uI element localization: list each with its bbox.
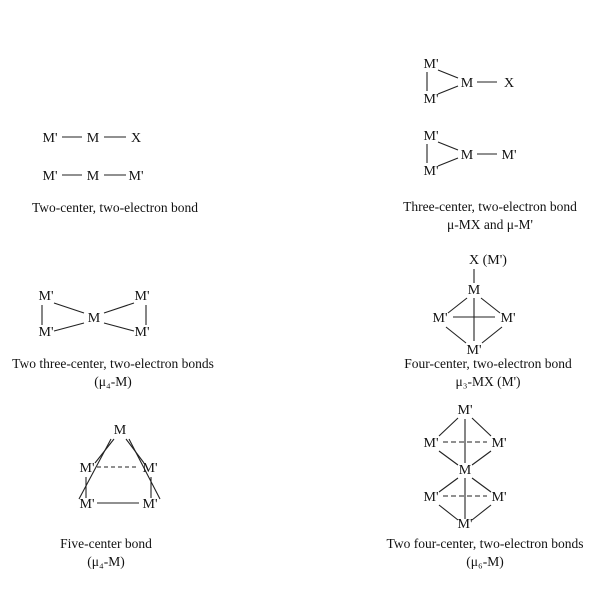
caption-line: Two four-center, two-electron bonds (386, 536, 584, 551)
bond-line (471, 504, 492, 521)
atom-label-m: M (459, 463, 472, 478)
atom-label-m-prime: M' (143, 497, 158, 512)
caption-line: Three-center, two-electron bond (403, 199, 577, 214)
bond-line (438, 477, 459, 493)
bond-line (78, 438, 112, 500)
atom-label-m-prime: M' (492, 436, 507, 451)
bond-line (445, 326, 467, 344)
atom-label-m-prime: M' (80, 461, 95, 476)
caption-line: (μ₄-M) (87, 554, 125, 569)
atom-label-x: X (131, 131, 141, 146)
atom-label-m-prime: M' (43, 169, 58, 184)
caption-two-center: Two-center, two-electron bond (8, 199, 222, 217)
atom-label-m-prime: M' (39, 289, 54, 304)
caption-line: μ-MX and μ-M' (447, 217, 533, 232)
atom-label-m-prime: M' (467, 343, 482, 358)
bond-line (447, 297, 468, 314)
atom-label-m-prime: M' (433, 311, 448, 326)
caption-line: Two-center, two-electron bond (31, 200, 199, 215)
atom-label-m-prime: M' (492, 490, 507, 505)
figure-two-three-center: M' M' M M' M' (39, 289, 150, 340)
atom-label-m: M (461, 148, 474, 163)
caption-line: Two three-center, two-electron bonds (12, 356, 214, 371)
caption-two-three-center: Two three-center, two-electron bonds (μ₄… (2, 355, 224, 391)
bond-line (437, 141, 459, 151)
atom-label-m: M (87, 169, 100, 184)
atom-label-m-prime: M' (135, 325, 150, 340)
atom-label-m-prime: M' (458, 517, 473, 532)
bond-line (481, 326, 503, 344)
figure-four-center: X (M') M M' M' M' (433, 253, 516, 358)
atom-label-m-prime: M' (129, 169, 144, 184)
atom-label-m-prime: M' (458, 403, 473, 418)
caption-line: Four-center, two-electron bond (404, 356, 572, 371)
figure-three-center: M' M' M X M' M' M M' (424, 57, 517, 179)
bond-line (480, 297, 501, 314)
caption-two-four-center: Two four-center, two-electron bonds (μ₆-… (356, 535, 600, 571)
bond-line (438, 450, 459, 466)
bond-line (53, 302, 85, 314)
atom-label-m-prime: M' (424, 129, 439, 144)
caption-line: Five-center bond (60, 536, 152, 551)
atom-label-m-prime: M' (80, 497, 95, 512)
bond-line (471, 450, 492, 466)
bond-line (53, 322, 85, 332)
atom-label-m-prime: M' (424, 164, 439, 179)
bond-line (437, 85, 459, 95)
figure-two-center: M' M X M' M M' (43, 131, 144, 184)
atom-label-m-prime: M' (502, 148, 517, 163)
atom-label-m-prime: M' (39, 325, 54, 340)
bond-line (437, 69, 459, 79)
bond-line (471, 417, 492, 437)
caption-five-center: Five-center bond (μ₄-M) (15, 535, 197, 571)
atom-label-m: M (461, 76, 474, 91)
caption-three-center: Three-center, two-electron bond μ-MX and… (378, 198, 600, 234)
atom-label-m-prime: M' (135, 289, 150, 304)
bond-line (471, 477, 492, 493)
atom-label-x-mprime: X (M') (469, 253, 507, 268)
caption-four-center: Four-center, two-electron bond μ₃-MX (M'… (376, 355, 600, 391)
figure-five-center: M M' M' M' M' (78, 423, 161, 512)
atom-label-m: M (88, 311, 101, 326)
atom-label-m-prime: M' (424, 92, 439, 107)
bond-line (103, 322, 135, 332)
bond-line (103, 302, 135, 314)
atom-label-m: M (468, 283, 481, 298)
bond-line (437, 157, 459, 167)
bond-line (438, 504, 459, 521)
atom-label-m-prime: M' (424, 436, 439, 451)
caption-line: (μ₆-M) (466, 554, 504, 569)
caption-line: (μ₄-M) (94, 374, 132, 389)
atom-label-x: X (504, 76, 514, 91)
atom-label-m: M (114, 423, 127, 438)
atom-label-m-prime: M' (424, 490, 439, 505)
atom-label-m: M (87, 131, 100, 146)
atom-label-m-prime: M' (143, 461, 158, 476)
bond-line (438, 417, 459, 437)
atom-label-m-prime: M' (424, 57, 439, 72)
figure-two-four-center: M' M' M' M M' M' M' (424, 403, 507, 532)
caption-line: μ₃-MX (M') (455, 374, 521, 389)
atom-label-m-prime: M' (501, 311, 516, 326)
atom-label-m-prime: M' (43, 131, 58, 146)
bond-line (128, 438, 161, 500)
